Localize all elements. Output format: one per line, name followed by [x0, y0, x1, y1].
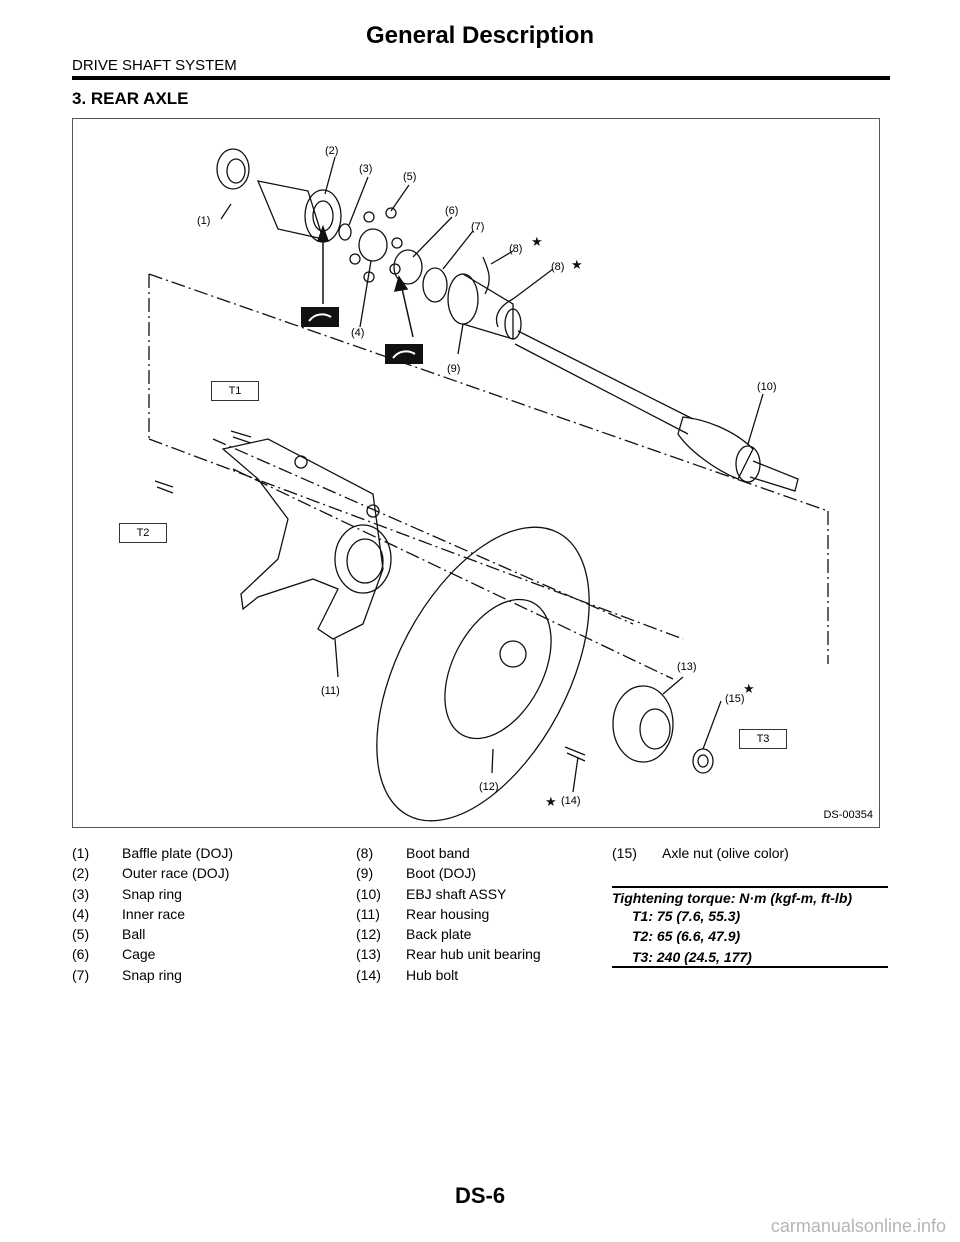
grease-icon — [385, 344, 423, 364]
section-name: DRIVE SHAFT SYSTEM — [72, 57, 237, 74]
legend-column-3: (15) Axle nut (olive color) — [612, 843, 890, 863]
legend-num: (10) — [356, 885, 381, 902]
star-icon: ★ — [743, 682, 755, 697]
legend-item: (10) EBJ shaft ASSY — [356, 884, 606, 904]
legend-name: Rear hub unit bearing — [406, 946, 541, 963]
figure-id: DS-00354 — [823, 809, 873, 821]
torque-tag-t1: T1 — [211, 381, 259, 401]
callout-13: (13) — [677, 661, 697, 673]
legend-name: Rear housing — [406, 905, 490, 922]
legend-item: (11) Rear housing — [356, 904, 606, 924]
star-icon: ★ — [545, 795, 557, 810]
legend-item: (15) Axle nut (olive color) — [612, 843, 890, 863]
callout-12: (12) — [479, 781, 499, 793]
legend-column-1: (1) Baffle plate (DOJ) (2) Outer race (DOJ… — [72, 843, 342, 985]
page-title: General Description — [365, 22, 595, 49]
legend-name: Inner race — [122, 905, 186, 922]
callout-4: (4) — [351, 327, 365, 339]
legend-name: Back plate — [406, 926, 472, 943]
legend-name: Snap ring — [122, 966, 182, 983]
legend-num: (7) — [72, 966, 90, 983]
callout-5: (5) — [403, 171, 417, 183]
torque-tag-t3: T3 — [739, 729, 787, 749]
legend-item: (3) Snap ring — [72, 884, 342, 904]
callout-3: (3) — [359, 163, 373, 175]
torque-list: T1: 75 (7.6, 55.3) T2: 65 (6.6, 47.9) T3… — [632, 906, 752, 967]
legend-name: Ball — [122, 926, 146, 943]
callout-8b: (8) — [551, 261, 565, 273]
legend-num: (3) — [72, 885, 90, 902]
legend-item: (6) Cage — [72, 944, 342, 964]
torque-value: 75 (7.6, 55.3) — [656, 908, 741, 924]
legend-num: (8) — [356, 845, 374, 861]
star-icon: ★ — [571, 258, 583, 273]
legend-name: EBJ shaft ASSY — [406, 885, 507, 902]
torque-tag: T2: — [632, 928, 653, 945]
legend-num: (6) — [72, 946, 90, 963]
legend-item: (13) Rear hub unit bearing — [356, 944, 606, 964]
torque-tag-t2: T2 — [119, 523, 167, 543]
callout-7: (7) — [471, 221, 485, 233]
legend-name: Boot (DOJ) — [406, 865, 477, 882]
legend-name: Cage — [122, 946, 156, 963]
legend-item: (4) Inner race — [72, 904, 342, 924]
grease-icon — [301, 307, 339, 327]
legend-name: Outer race (DOJ) — [122, 865, 230, 882]
legend-num: (14) — [356, 966, 381, 983]
legend-num: (9) — [356, 865, 374, 882]
legend-item: (14) Hub bolt — [356, 965, 606, 985]
legend-item: (8) Boot band — [356, 843, 606, 863]
legend-num: (13) — [356, 946, 381, 963]
legend-num: (15) — [612, 845, 637, 861]
torque-tag: T1: — [632, 908, 653, 924]
header-rule — [72, 76, 890, 80]
callout-10: (10) — [757, 381, 777, 393]
torque-table-rule — [612, 966, 888, 968]
callout-11: (11) — [321, 685, 340, 697]
torque-heading: Tightening torque: N·m (kgf-m, ft-lb) — [612, 886, 888, 906]
callout-2: (2) — [325, 145, 339, 157]
callout-8a: (8) — [509, 243, 523, 255]
legend-item: (12) Back plate — [356, 924, 606, 944]
callout-15: (15) — [725, 693, 745, 705]
callout-9: (9) — [447, 363, 461, 375]
legend-item: (2) Outer race (DOJ) — [72, 863, 342, 883]
legend-name: Axle nut (olive color) — [662, 845, 789, 861]
legend-item: (9) Boot (DOJ) — [356, 863, 606, 883]
legend-num: (11) — [356, 905, 380, 922]
legend-column-2: (8) Boot band (9) Boot (DOJ) (10) EBJ shaft… — [356, 843, 606, 985]
legend-name: Hub bolt — [406, 966, 459, 983]
exploded-view-figure: ★ ★ ★ ★ (1) (2) (3) (4) (5) (6) (7) (8) … — [72, 118, 880, 828]
section-heading: 3. REAR AXLE — [72, 89, 189, 108]
torque-item: T2: 65 (6.6, 47.9) — [632, 926, 752, 946]
watermark: carmanualsonline.info — [770, 1216, 946, 1236]
page-number: DS-6 — [454, 1183, 506, 1208]
torque-tag: T3: — [632, 948, 653, 965]
torque-value: 240 (24.5, 177) — [656, 948, 752, 965]
legend-num: (4) — [72, 905, 90, 922]
star-icon: ★ — [531, 235, 543, 250]
exploded-view-drawing: ★ ★ ★ ★ — [148, 148, 829, 822]
legend-name: Snap ring — [122, 885, 182, 902]
legend-num: (2) — [72, 865, 90, 882]
legend-num: (5) — [72, 926, 90, 943]
callout-14: (14) — [561, 795, 581, 807]
callout-6: (6) — [445, 205, 459, 217]
legend-item: (5) Ball — [72, 924, 342, 944]
torque-value: 65 (6.6, 47.9) — [656, 928, 741, 945]
legend-name: Boot band — [406, 845, 470, 861]
torque-item: T1: 75 (7.6, 55.3) — [632, 906, 752, 926]
legend-name: Baffle plate (DOJ) — [122, 845, 234, 861]
legend-num: (12) — [356, 926, 381, 943]
legend-num: (1) — [72, 845, 90, 861]
torque-item: T3: 240 (24.5, 177) — [632, 947, 752, 967]
legend-item: (7) Snap ring — [72, 965, 342, 985]
callout-1: (1) — [197, 215, 211, 227]
legend-item: (1) Baffle plate (DOJ) — [72, 843, 342, 863]
